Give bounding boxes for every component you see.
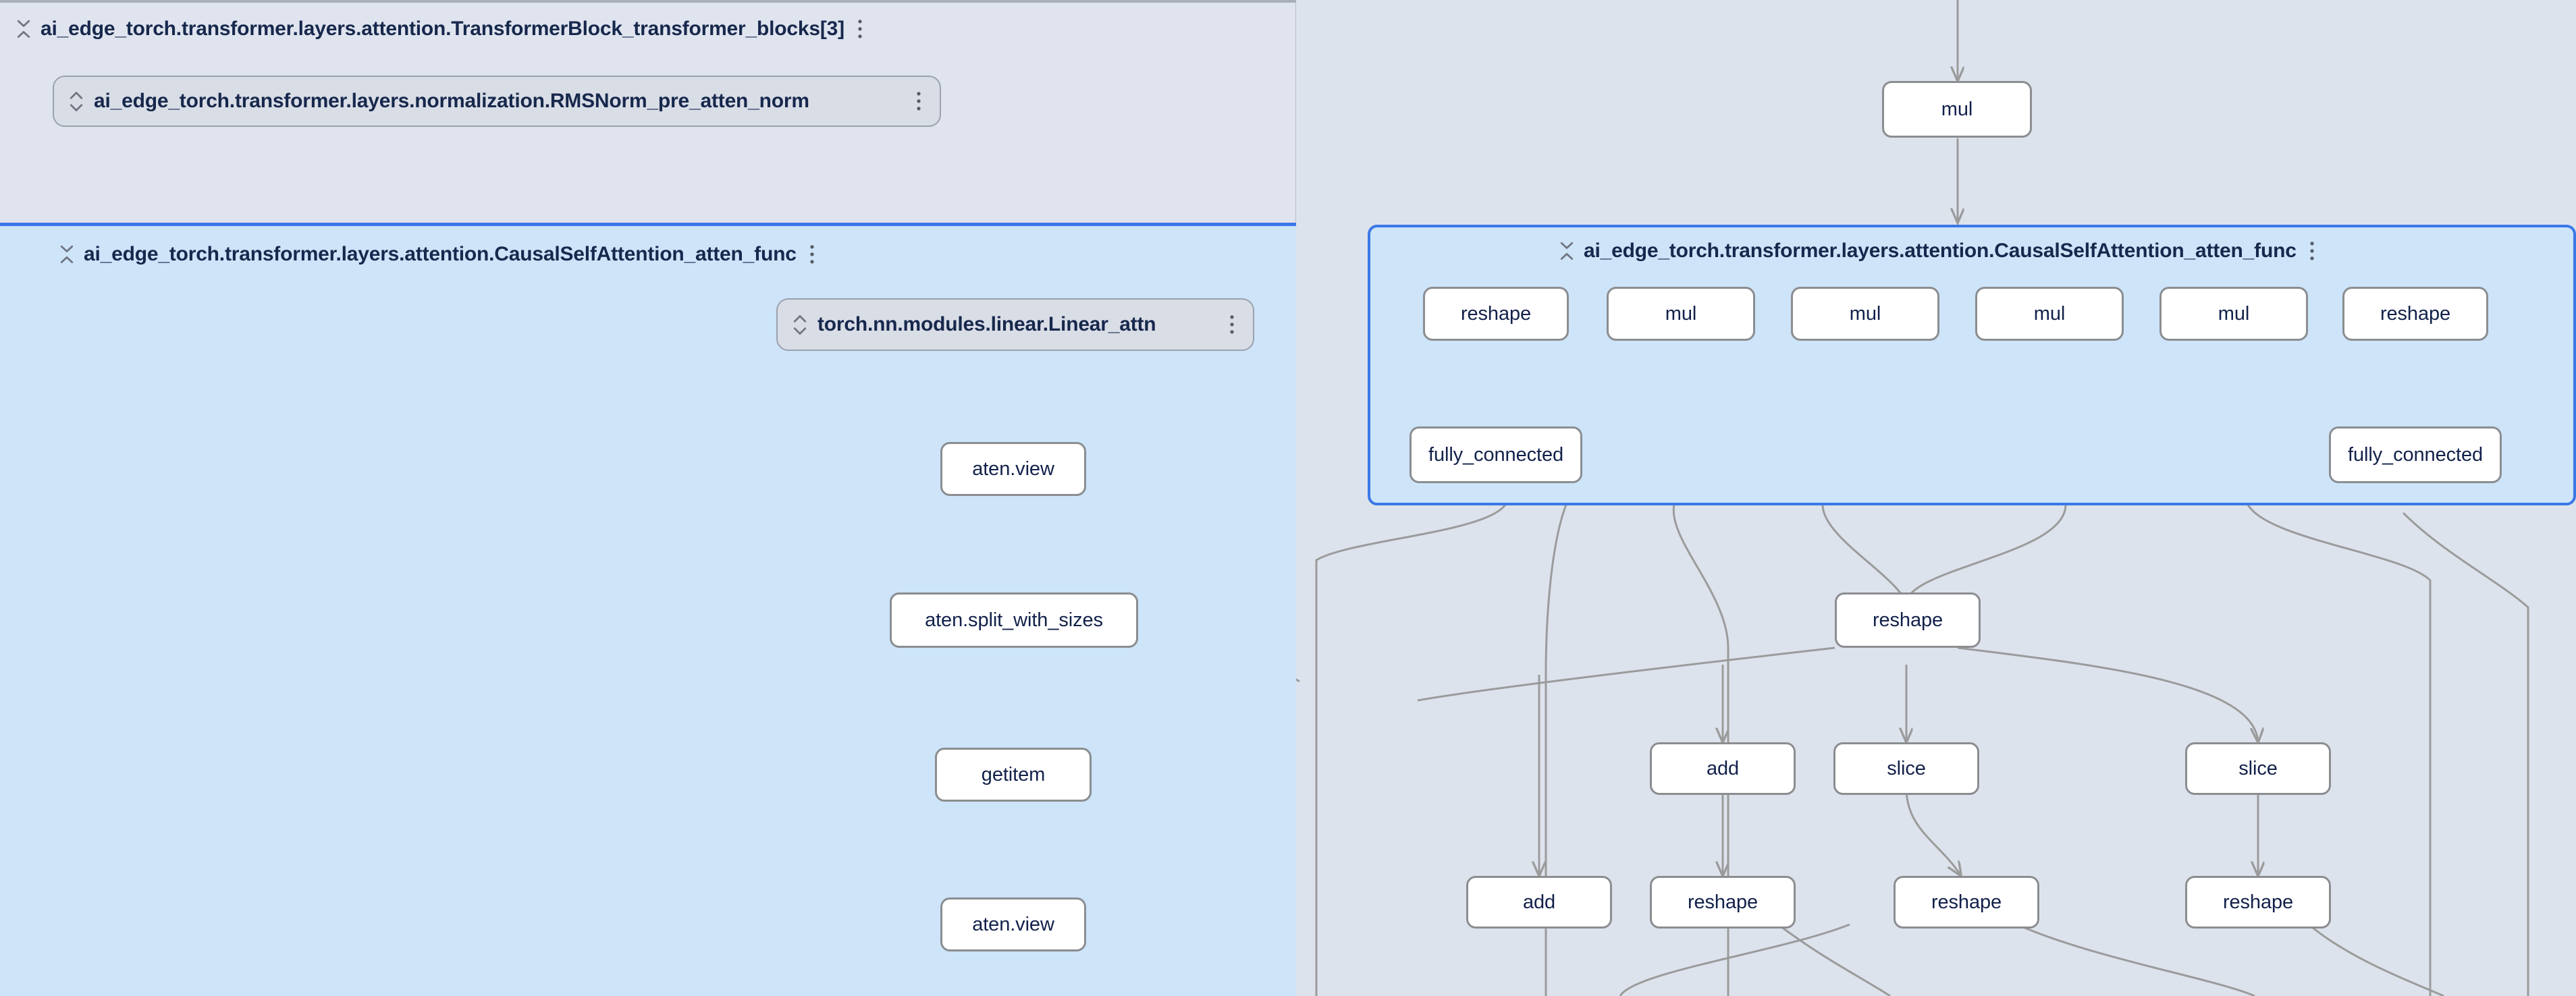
node-label: aten.view [972, 913, 1054, 935]
expand-chevrons-icon[interactable] [791, 312, 809, 337]
node-reshape-b[interactable]: reshape [2342, 287, 2488, 341]
node-getitem[interactable]: getitem [935, 748, 1092, 802]
layer-box-label: ai_edge_torch.transformer.layers.normali… [94, 90, 809, 112]
group-header-causal-self-attention-right[interactable]: ai_edge_torch.transformer.layers.attenti… [1558, 240, 2319, 262]
node-label: aten.view [972, 458, 1054, 480]
node-reshape-r2[interactable]: reshape [1894, 876, 2039, 929]
node-label: mul [1665, 302, 1697, 325]
node-aten-view-2[interactable]: aten.view [940, 897, 1086, 951]
node-label: mul [1849, 302, 1881, 325]
node-aten-split-with-sizes[interactable]: aten.split_with_sizes [890, 592, 1138, 648]
node-label: reshape [2380, 302, 2451, 325]
node-label: aten.split_with_sizes [925, 609, 1103, 631]
node-label: slice [1887, 757, 1926, 779]
node-label: reshape [2222, 891, 2294, 913]
group-header-causal-self-attention-left[interactable]: ai_edge_torch.transformer.layers.attenti… [58, 243, 820, 266]
kebab-menu-icon[interactable] [911, 90, 926, 113]
node-label: reshape [1872, 609, 1943, 631]
node-label: fully_connected [1428, 443, 1564, 466]
node-add-1[interactable]: add [1650, 742, 1796, 795]
node-mul-b[interactable]: mul [1791, 287, 1939, 341]
node-reshape-r3[interactable]: reshape [2185, 876, 2331, 929]
node-label: slice [2238, 757, 2278, 779]
layer-box-rmsnorm-pre-atten-norm[interactable]: ai_edge_torch.transformer.layers.normali… [53, 76, 941, 127]
node-reshape-mid[interactable]: reshape [1835, 592, 1981, 648]
group-title-causal-self-attention-left: ai_edge_torch.transformer.layers.attenti… [84, 243, 797, 265]
node-label: mul [2218, 302, 2250, 325]
group-header-transformer-block[interactable]: ai_edge_torch.transformer.layers.attenti… [15, 18, 867, 40]
expand-chevrons-icon[interactable] [68, 88, 85, 114]
node-fully-connected-left[interactable]: fully_connected [1410, 426, 1582, 483]
collapse-chevrons-icon[interactable] [58, 243, 76, 266]
node-label: reshape [1687, 891, 1759, 913]
node-slice-2[interactable]: slice [2185, 742, 2331, 795]
node-label: reshape [1931, 891, 2002, 913]
group-title-transformer-block: ai_edge_torch.transformer.layers.attenti… [41, 18, 844, 40]
node-label: fully_connected [2347, 443, 2484, 466]
kebab-menu-icon[interactable] [2305, 240, 2319, 262]
group-title-causal-self-attention-right: ai_edge_torch.transformer.layers.attenti… [1584, 240, 2297, 262]
node-mul-a[interactable]: mul [1607, 287, 1755, 341]
kebab-menu-icon[interactable] [853, 18, 867, 40]
node-label: add [1706, 757, 1740, 779]
node-label: mul [1941, 98, 1973, 120]
collapse-chevrons-icon[interactable] [15, 18, 32, 40]
node-slice-1[interactable]: slice [1833, 742, 1979, 795]
node-mul-top[interactable]: mul [1882, 81, 2032, 138]
node-mul-d[interactable]: mul [2159, 287, 2308, 341]
node-reshape-r1[interactable]: reshape [1650, 876, 1796, 929]
node-reshape-a[interactable]: reshape [1423, 287, 1569, 341]
node-fully-connected-right[interactable]: fully_connected [2329, 426, 2502, 483]
node-add-2[interactable]: add [1466, 876, 1612, 929]
layer-box-label: torch.nn.modules.linear.Linear_attn [817, 313, 1156, 335]
kebab-menu-icon[interactable] [1225, 313, 1239, 336]
node-mul-c[interactable]: mul [1975, 287, 2124, 341]
layer-box-linear-attn[interactable]: torch.nn.modules.linear.Linear_attn [776, 298, 1254, 351]
node-label: mul [2033, 302, 2066, 325]
node-label: getitem [981, 763, 1046, 785]
group-top-divider [0, 0, 1296, 2]
node-label: add [1522, 891, 1556, 913]
node-aten-view-1[interactable]: aten.view [940, 442, 1086, 496]
kebab-menu-icon[interactable] [805, 243, 820, 266]
node-label: reshape [1460, 302, 1532, 325]
collapse-chevrons-icon[interactable] [1558, 240, 1576, 262]
